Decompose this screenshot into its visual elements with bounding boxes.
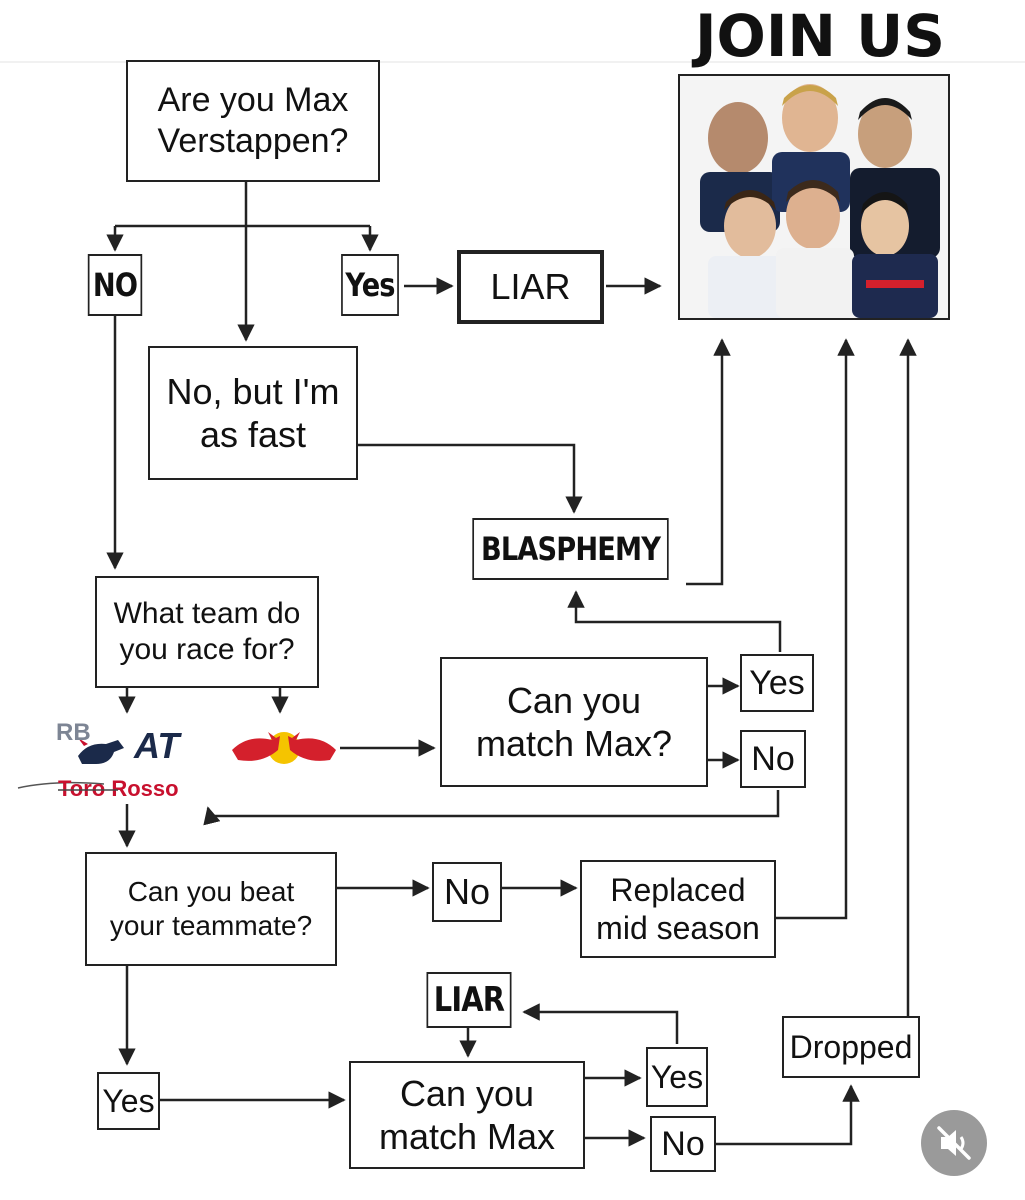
- bottom-no-box: No: [650, 1116, 716, 1172]
- arrow-asfast-to-blasphemy: [356, 443, 583, 514]
- answer-yes-box: Yes: [341, 254, 399, 316]
- driver-group-photo: [678, 74, 950, 320]
- toro-rosso-text: Toro Rosso: [58, 776, 179, 801]
- mute-button[interactable]: [921, 1110, 987, 1176]
- rb-logo-text: RB: [56, 719, 91, 746]
- question-are-you-max: Are you Max Verstappen?: [126, 60, 380, 182]
- question-can-you-match-bottom: Can you match Max: [349, 1061, 585, 1169]
- join-us-title: JOIN US: [694, 2, 946, 70]
- mute-icon: [937, 1126, 971, 1160]
- toro-rosso-icon: Toro Rosso: [17, 776, 179, 801]
- answer-no-box: NO: [87, 254, 143, 316]
- question-what-team: What team do you race for?: [95, 576, 319, 688]
- bottom-yes-box: Yes: [646, 1047, 708, 1107]
- arrow-replaced-to-photo: [776, 338, 855, 920]
- arrow-redyes-to-blasphemy: [567, 590, 782, 652]
- driver-photo-icon: [680, 76, 948, 318]
- arrow-bottomno-to-dropped: [716, 1084, 860, 1146]
- beat-no-box: No: [432, 862, 502, 922]
- rb-bull-icon: RB AT: [56, 719, 182, 766]
- replaced-mid-season-box: Replaced mid season: [580, 860, 776, 958]
- redbull-no-box: No: [740, 730, 806, 788]
- arrow-redno-to-tororosso: [203, 790, 780, 826]
- liar-top-box: LIAR: [457, 250, 604, 324]
- beat-yes-box: Yes: [97, 1072, 160, 1130]
- liar-bottom-box: LIAR: [426, 972, 512, 1028]
- red-bull-logo: [228, 720, 340, 772]
- at-logo-text: AT: [133, 725, 182, 766]
- arrow-bottomyes-to-liar: [522, 1003, 679, 1044]
- toro-rosso-logo: Toro Rosso: [14, 774, 210, 804]
- rb-alphatauri-logo: RB AT: [48, 716, 208, 774]
- redbull-yes-box: Yes: [740, 654, 814, 712]
- no-but-as-fast-box: No, but I'm as fast: [148, 346, 358, 480]
- arrow-blasphemy-to-photo: [686, 338, 731, 586]
- red-bull-icon: [232, 732, 336, 764]
- blasphemy-box: BLASPHEMY: [472, 518, 669, 580]
- dropped-box: Dropped: [782, 1016, 920, 1078]
- question-beat-teammate: Can you beat your teammate?: [85, 852, 337, 966]
- question-can-you-match-redbull: Can you match Max?: [440, 657, 708, 787]
